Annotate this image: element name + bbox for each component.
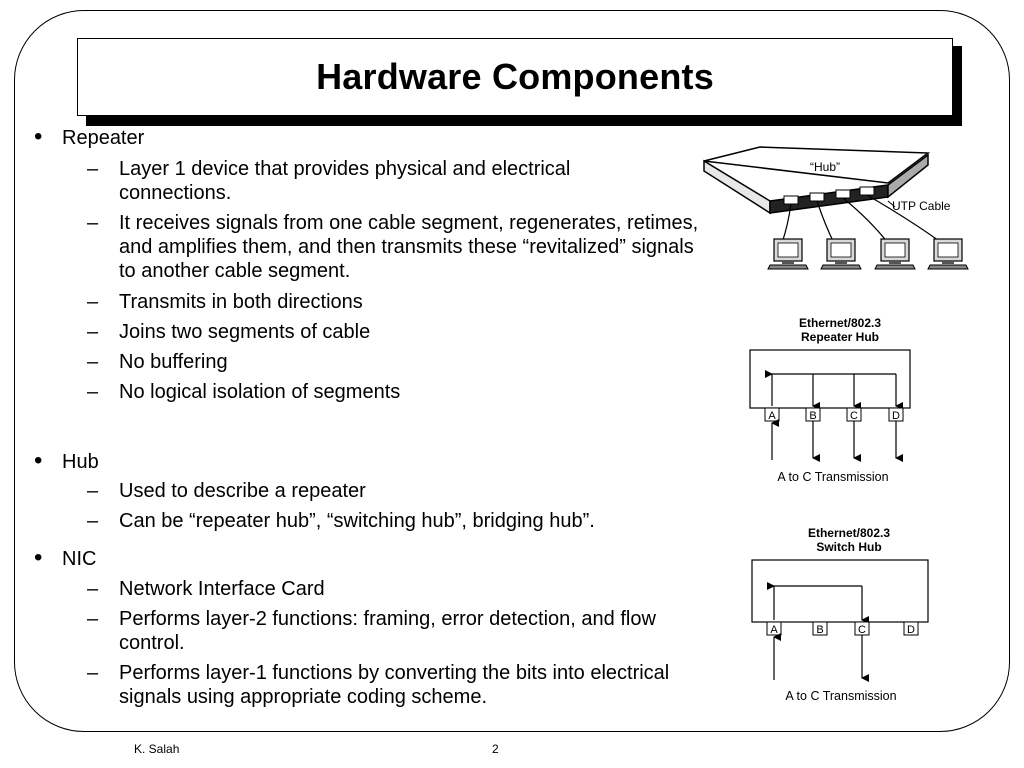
port-label: B xyxy=(816,624,823,636)
utp-cable xyxy=(866,194,943,244)
port-label: A xyxy=(770,624,778,636)
bullet-dot-icon: • xyxy=(34,123,43,150)
sub-item-text: Performs layer-2 functions: framing, err… xyxy=(119,608,656,654)
port-label: B xyxy=(809,410,816,422)
bullet-heading: NIC xyxy=(62,548,97,570)
computer-icon xyxy=(820,238,862,270)
hub-port xyxy=(859,186,875,196)
page-number: 2 xyxy=(492,742,499,756)
sub-item-text: Transmits in both directions xyxy=(119,291,363,313)
hub-box xyxy=(751,559,929,623)
diagram-title: Switch Hub xyxy=(816,540,881,554)
slide-title: Hardware Components xyxy=(316,56,714,97)
sub-item-text: Layer 1 device that provides physical an… xyxy=(119,158,571,204)
hub-left-face xyxy=(703,159,771,215)
diagram-title: Repeater Hub xyxy=(801,330,879,344)
bullet-nic: • NIC xyxy=(34,546,97,571)
cable-label: UTP Cable xyxy=(892,199,951,213)
slide-frame xyxy=(14,10,1010,732)
utp-cable xyxy=(842,197,889,244)
sub-item: – It receives signals from one cable seg… xyxy=(87,212,699,282)
bullet-dot-icon: • xyxy=(34,544,43,571)
port-label: A xyxy=(768,410,776,422)
hub-box xyxy=(749,349,911,409)
title-box: Hardware Components xyxy=(77,38,953,116)
sub-item: – No buffering xyxy=(87,351,228,373)
sub-item: – Performs layer-2 functions: framing, e… xyxy=(87,608,656,654)
hub-port xyxy=(835,189,851,199)
sub-item-text: No logical isolation of segments xyxy=(119,381,401,403)
computer-icon xyxy=(767,238,809,270)
port-label: C xyxy=(858,624,866,636)
sub-item: – Can be “repeater hub”, “switching hub”… xyxy=(87,510,595,532)
computer-icon xyxy=(927,238,969,270)
diagram-title: Ethernet/802.3 xyxy=(808,526,890,540)
sub-item-text: Can be “repeater hub”, “switching hub”, … xyxy=(119,510,595,532)
computer-icon xyxy=(874,238,916,270)
sub-item-text: Used to describe a repeater xyxy=(119,480,366,502)
hub-illustration: “Hub” UTP Cable xyxy=(703,146,969,270)
port-d xyxy=(903,621,919,636)
port-label: C xyxy=(850,410,858,422)
hub-port xyxy=(809,192,825,202)
port-b xyxy=(812,621,828,636)
utp-cable xyxy=(816,200,835,244)
diagram-title: Ethernet/802.3 xyxy=(799,316,881,330)
bullet-dot-icon: • xyxy=(34,447,43,474)
sub-item: – Used to describe a repeater xyxy=(87,480,366,502)
diagram-caption: A to C Transmission xyxy=(785,689,896,703)
sub-item-text: Performs layer-1 functions by converting… xyxy=(119,662,670,708)
sub-item: – Layer 1 device that provides physical … xyxy=(87,158,571,204)
sub-item: – Performs layer-1 functions by converti… xyxy=(87,662,670,708)
switch-hub-diagram: Ethernet/802.3 Switch Hub A B C D A to C… xyxy=(751,526,929,703)
repeater-hub-diagram: Ethernet/802.3 Repeater Hub A B C D A to… xyxy=(749,316,911,484)
sub-item: – Transmits in both directions xyxy=(87,291,363,313)
sub-item: – Network Interface Card xyxy=(87,578,325,600)
hub-port xyxy=(783,195,799,205)
sub-item-text: Network Interface Card xyxy=(119,578,325,600)
bullet-hub: • Hub xyxy=(34,449,99,474)
bullet-repeater: • Repeater xyxy=(34,125,145,150)
sub-item: – No logical isolation of segments xyxy=(87,381,401,403)
hub-label: “Hub” xyxy=(810,160,840,174)
footer-author: K. Salah xyxy=(134,742,180,756)
sub-item-text: No buffering xyxy=(119,351,228,373)
sub-item-text: It receives signals from one cable segme… xyxy=(119,212,699,282)
hub-top xyxy=(703,146,931,184)
diagram-caption: A to C Transmission xyxy=(777,470,888,484)
sub-item: – Joins two segments of cable xyxy=(87,321,371,343)
bullet-heading: Hub xyxy=(62,451,99,473)
port-label: D xyxy=(892,410,900,422)
bullet-heading: Repeater xyxy=(62,127,145,149)
port-label: D xyxy=(907,624,915,636)
sub-item-text: Joins two segments of cable xyxy=(119,321,371,343)
